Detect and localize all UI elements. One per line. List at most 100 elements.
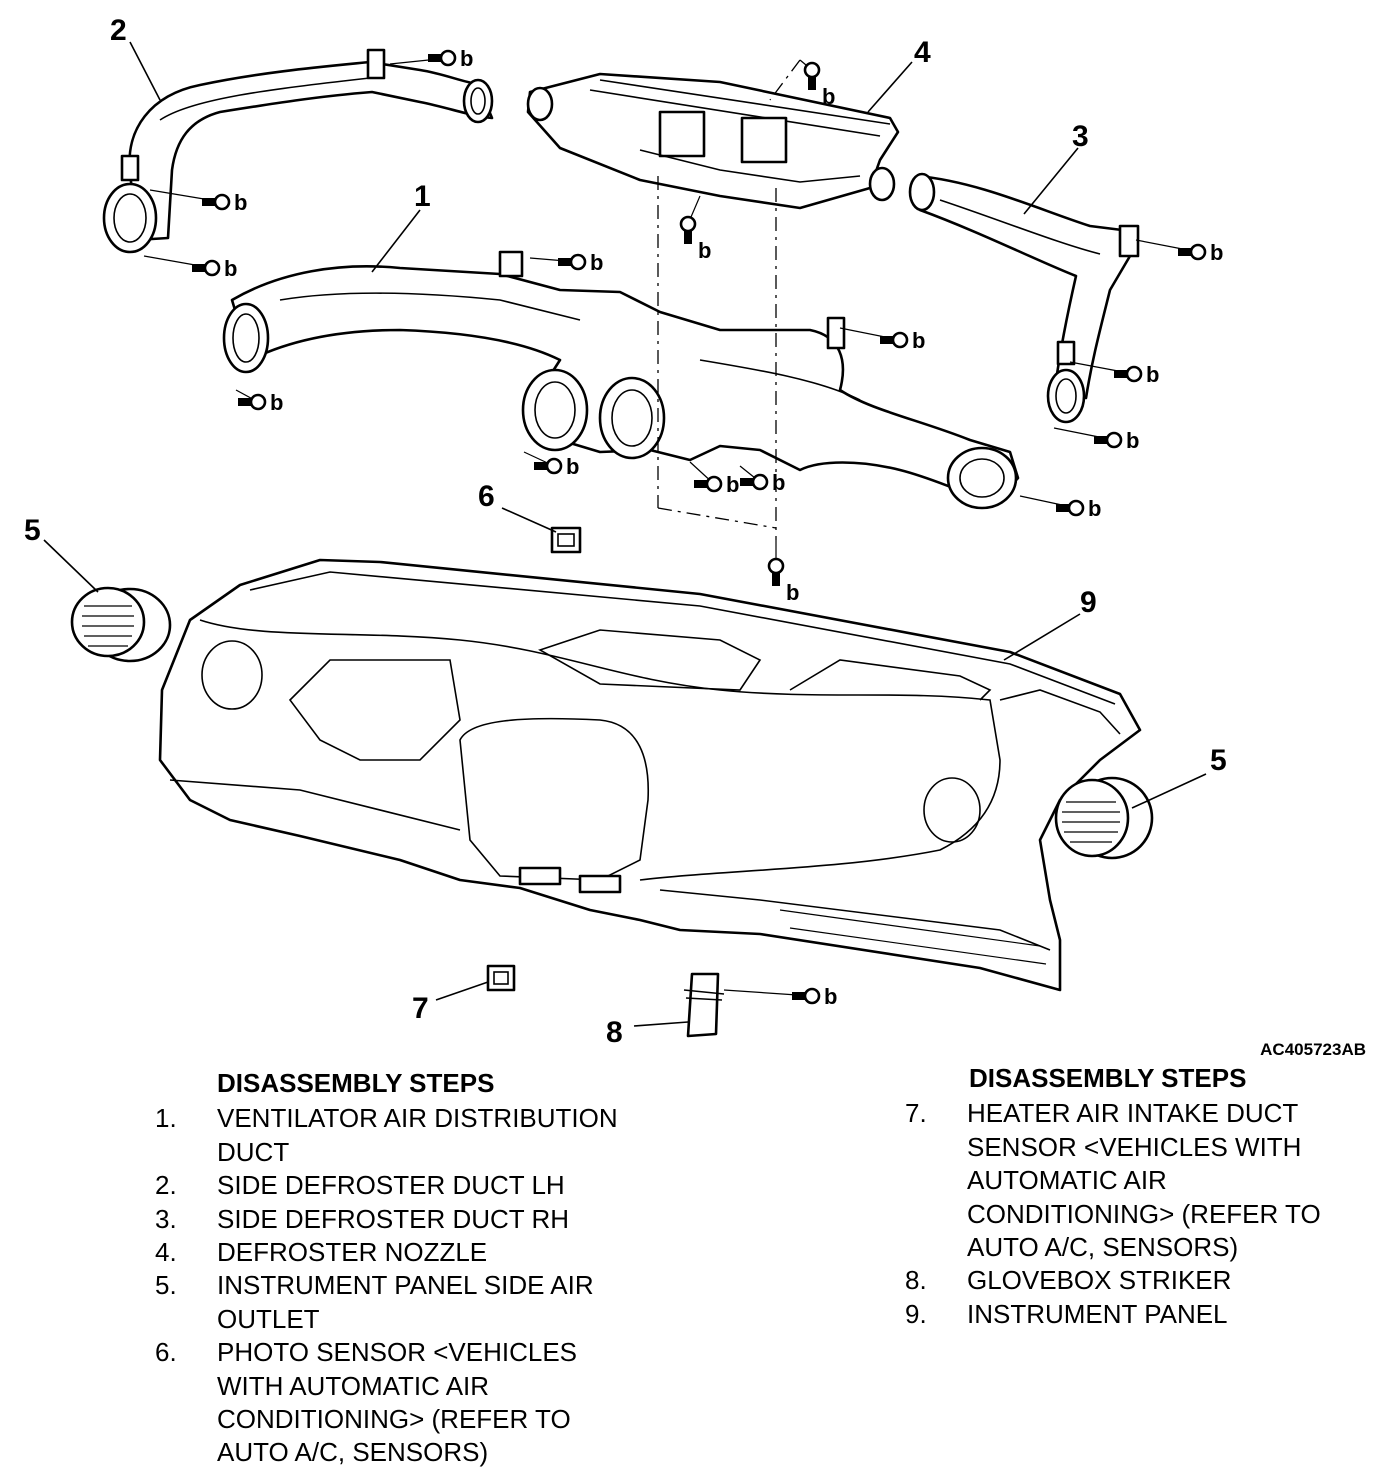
alignment-lines xyxy=(657,59,801,540)
screw-shank-icon xyxy=(558,258,572,266)
fastener-label: b xyxy=(822,84,835,109)
callout-leaders xyxy=(43,41,1207,1027)
screw-b: b xyxy=(389,46,473,71)
fastener-label: b xyxy=(590,250,603,275)
fasteners: b b b b b b b b b b b b b b b b b xyxy=(143,46,1223,1009)
callout-5-left: 5 xyxy=(24,514,41,547)
fastener-label: b xyxy=(224,256,237,281)
callout-6: 6 xyxy=(478,480,495,513)
fastener-label: b xyxy=(270,390,283,415)
screw-b: b xyxy=(723,984,837,1009)
fastener-label: b xyxy=(1210,240,1223,265)
screw-shank-icon xyxy=(238,398,252,406)
fastener-label: b xyxy=(726,472,739,497)
screw-head-icon xyxy=(249,393,267,411)
callout-5-right: 5 xyxy=(1210,744,1227,777)
callout-9: 9 xyxy=(1080,586,1097,619)
fastener-label: b xyxy=(1126,428,1139,453)
screw-head-icon xyxy=(891,331,909,349)
screw-b: b xyxy=(839,327,925,353)
callout-7: 7 xyxy=(412,992,429,1025)
callout-2: 2 xyxy=(110,14,127,47)
screw-b: b xyxy=(799,59,835,109)
fastener-label: b xyxy=(460,46,473,71)
fastener-label: b xyxy=(912,328,925,353)
screw-b: b xyxy=(529,250,603,275)
screw-head-icon xyxy=(203,259,221,277)
step-item: 8.GLOVEBOX STRIKER xyxy=(905,1265,1232,1296)
step-item: 7.HEATER AIR INTAKE DUCT SENSOR <VEHICLE… xyxy=(905,1098,1321,1263)
fastener-label: b xyxy=(1146,362,1159,387)
screw-head-icon xyxy=(751,473,769,491)
screw-head-icon xyxy=(705,475,723,493)
defroster-nozzle xyxy=(526,72,900,210)
disassembly-steps-left: DISASSEMBLY STEPS 1.VENTILATOR AIR DISTR… xyxy=(155,1067,675,1470)
screw-shank-icon xyxy=(1056,504,1070,512)
screw-head-icon xyxy=(767,557,785,575)
callout-1: 1 xyxy=(414,180,431,213)
screw-head-icon xyxy=(679,215,697,233)
screw-shank-icon xyxy=(684,230,692,244)
screw-shank-icon xyxy=(1094,436,1108,444)
screw-shank-icon xyxy=(740,478,754,486)
screw-shank-icon xyxy=(1178,248,1192,256)
step-item: 2.SIDE DEFROSTER DUCT LH xyxy=(155,1170,565,1201)
photo-sensor xyxy=(550,526,582,554)
step-item: 9.INSTRUMENT PANEL xyxy=(905,1298,1228,1329)
screw-head-icon xyxy=(569,253,587,271)
fastener-label: b xyxy=(566,454,579,479)
screw-head-icon xyxy=(803,987,821,1005)
screw-b: b xyxy=(1069,361,1159,387)
screw-head-icon xyxy=(803,61,821,79)
screw-b: b xyxy=(1135,239,1223,265)
screw-head-icon xyxy=(213,193,231,211)
step-item: 5.INSTRUMENT PANEL SIDE AIR OUTLET xyxy=(155,1270,594,1334)
screw-head-icon xyxy=(1105,431,1123,449)
step-item: 6.PHOTO SENSOR <VEHICLES WITH AUTOMATIC … xyxy=(155,1337,578,1468)
screw-b: b xyxy=(767,540,799,605)
callout-3: 3 xyxy=(1072,120,1089,153)
step-item: 4.DEFROSTER NOZZLE xyxy=(155,1237,488,1268)
screw-shank-icon xyxy=(808,76,816,90)
fastener-label: b xyxy=(824,984,837,1009)
figure-id: AC405723AB xyxy=(1260,1040,1366,1059)
side-defroster-duct-rh xyxy=(908,172,1140,424)
side-air-outlet-right xyxy=(1054,776,1154,860)
screw-b: b xyxy=(1053,427,1139,453)
callout-numbers: 2 1 3 4 5 5 6 7 8 9 xyxy=(24,14,1227,1049)
fastener-label: b xyxy=(698,238,711,263)
screw-shank-icon xyxy=(428,54,442,62)
fastener-label: b xyxy=(786,580,799,605)
screw-shank-icon xyxy=(694,480,708,488)
instrument-panel xyxy=(158,558,1142,992)
screw-b: b xyxy=(523,451,579,479)
fastener-label: b xyxy=(772,470,785,495)
screw-head-icon xyxy=(1189,243,1207,261)
screw-shank-icon xyxy=(192,264,206,272)
fastener-label: b xyxy=(234,190,247,215)
step-item: 3.SIDE DEFROSTER DUCT RH xyxy=(155,1203,569,1234)
callout-8: 8 xyxy=(606,1016,623,1049)
screw-b: b xyxy=(689,461,739,497)
screw-shank-icon xyxy=(772,572,780,586)
screw-b: b xyxy=(679,195,711,263)
steps-heading-right: DISASSEMBLY STEPS xyxy=(969,1063,1247,1093)
steps-heading-left: DISASSEMBLY STEPS xyxy=(217,1068,495,1098)
screw-head-icon xyxy=(1067,499,1085,517)
screw-shank-icon xyxy=(1114,370,1128,378)
screw-shank-icon xyxy=(792,992,806,1000)
glovebox-striker xyxy=(683,972,725,1038)
exploded-view-diagram: b b b b b b b b b b b b b b b b b 2 1 3 4 5 5 6 7 8 9 AC… xyxy=(24,14,1366,1059)
callout-4: 4 xyxy=(914,36,931,69)
ventilator-air-distribution-duct xyxy=(222,250,1020,510)
screw-head-icon xyxy=(439,49,457,67)
heater-air-intake-duct-sensor xyxy=(486,964,516,992)
screw-b: b xyxy=(143,255,237,281)
screw-head-icon xyxy=(1125,365,1143,383)
screw-b: b xyxy=(739,465,785,495)
fastener-label: b xyxy=(1088,496,1101,521)
side-defroster-duct-lh xyxy=(102,48,494,254)
screw-b: b xyxy=(149,189,247,215)
screw-b: b xyxy=(235,389,283,415)
screw-head-icon xyxy=(545,457,563,475)
